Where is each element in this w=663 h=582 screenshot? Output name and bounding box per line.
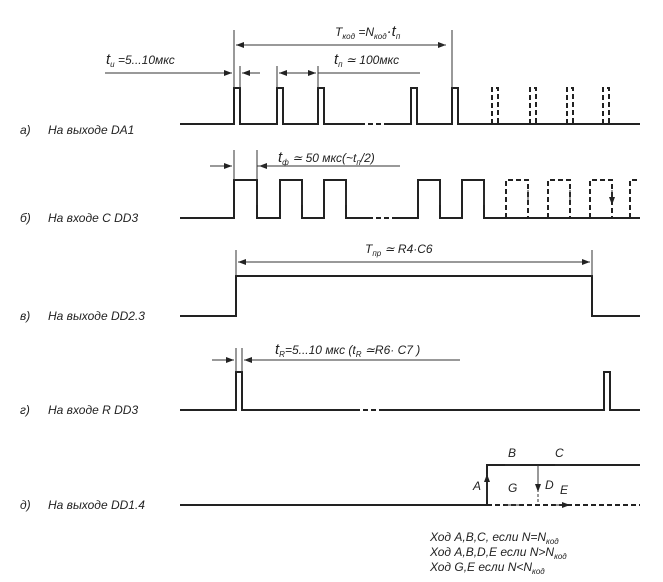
path-label-g: G (508, 481, 517, 495)
svg-text:tR=5...10 мкс (tR ≃R6· C7 ): tR=5...10 мкс (tR ≃R6· C7 ) (275, 341, 420, 359)
dimension-t-pr: Tпр ≃ R4·C6 (235, 242, 593, 276)
svg-text:На выходе DA1: На выходе DA1 (48, 123, 134, 137)
svg-text:На входе R DD3: На входе R DD3 (48, 403, 138, 417)
dimension-t-i: tи =5...10мкс (105, 51, 260, 88)
waveform-r-dd3 (180, 371, 640, 411)
dimension-t-kod: Tкод =Nкод·tп (233, 23, 453, 88)
row-label-b: б) На входе C DD3 (20, 211, 138, 225)
svg-text:На выходе DD1.4: На выходе DD1.4 (48, 498, 145, 512)
dimension-t-p: tп ≃ 100мкс (276, 51, 420, 88)
path-notes: Ход A,B,C, если N=Nкод Ход A,B,D,E если … (429, 530, 567, 576)
path-label-c: C (555, 446, 564, 460)
svg-text:tф ≃ 50 мкс(~tп/2): tф ≃ 50 мкс(~tп/2) (278, 149, 375, 167)
path-label-a: A (472, 479, 481, 493)
waveform-dd2-3 (180, 275, 640, 317)
dimension-t-r: tR=5...10 мкс (tR ≃R6· C7 ) (212, 341, 460, 372)
svg-text:Ход A,B,D,E если N>Nкод: Ход A,B,D,E если N>Nкод (429, 545, 567, 561)
svg-text:а): а) (20, 123, 31, 137)
row-label-d: д) На выходе DD1.4 (20, 498, 145, 512)
svg-text:На входе C DD3: На входе C DD3 (48, 211, 138, 225)
svg-text:Tпр ≃ R4·C6: Tпр ≃ R4·C6 (365, 242, 433, 258)
row-label-a: а) На выходе DA1 (20, 123, 134, 137)
waveform-c-dd3 (180, 179, 640, 219)
waveform-da1 (180, 87, 640, 125)
svg-text:в): в) (20, 309, 30, 323)
svg-text:б): б) (20, 211, 31, 225)
dimension-t-f: tф ≃ 50 мкс(~tп/2) (210, 149, 400, 180)
path-label-e: E (560, 483, 569, 497)
svg-text:На выходе DD2.3: На выходе DD2.3 (48, 309, 145, 323)
svg-text:tи =5...10мкс: tи =5...10мкс (106, 51, 175, 69)
svg-text:tп ≃ 100мкс: tп ≃ 100мкс (334, 51, 399, 69)
path-label-d: D (545, 478, 554, 492)
svg-text:д): д) (20, 498, 31, 512)
row-label-g: г) На входе R DD3 (20, 403, 138, 417)
svg-text:Tкод =Nкод·tп: Tкод =Nкод·tп (335, 23, 401, 41)
path-label-b: B (508, 446, 516, 460)
row-label-v: в) На выходе DD2.3 (20, 309, 145, 323)
svg-text:Ход G,E если N<Nкод: Ход G,E если N<Nкод (429, 560, 545, 576)
waveform-dd1-4: A B C G D E (180, 446, 640, 505)
svg-text:г): г) (20, 403, 30, 417)
svg-text:Ход A,B,C, если N=Nкод: Ход A,B,C, если N=Nкод (429, 530, 559, 546)
